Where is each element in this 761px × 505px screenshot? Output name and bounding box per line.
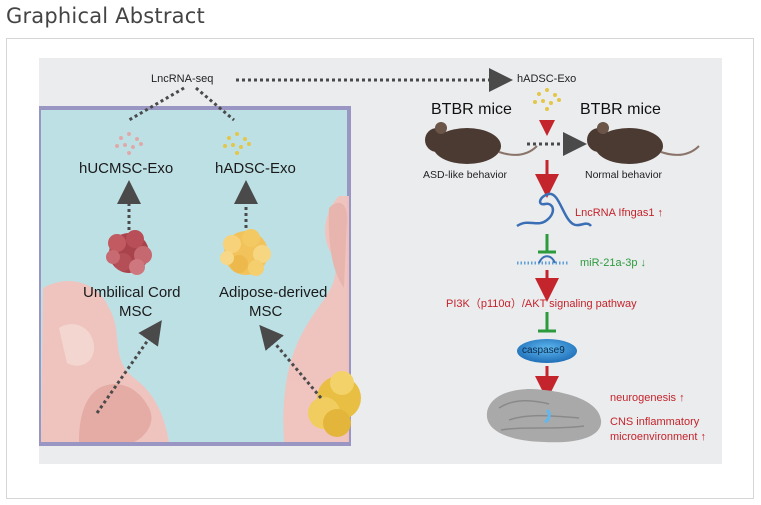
btbr-mice-left-label: BTBR mice bbox=[431, 101, 512, 118]
ucmsc-label-line1: Umbilical Cord bbox=[83, 284, 181, 301]
adsc-exosome-dots-right bbox=[533, 88, 561, 111]
graphical-abstract-figure: LncRNA-seq hADSC-Exo hUCMSC-Exo hADSC-Ex… bbox=[39, 58, 722, 464]
hucmsc-exo-label: hUCMSC-Exo bbox=[79, 160, 174, 177]
normal-behavior-label: Normal behavior bbox=[585, 169, 663, 181]
adsc-label-line1: Adipose-derived bbox=[219, 284, 328, 301]
lncrna-ifngas1-label: LncRNA Ifngas1 ↑ bbox=[575, 207, 664, 219]
adipose-tissue-illustration bbox=[308, 371, 361, 437]
mouse-right-illustration bbox=[587, 122, 700, 164]
left-panel-arrows bbox=[95, 68, 587, 414]
ucmsc-cell-cluster bbox=[106, 230, 152, 275]
asd-behavior-label: ASD-like behavior bbox=[423, 169, 508, 181]
btbr-mice-right-label: BTBR mice bbox=[580, 101, 661, 118]
infant-illustration bbox=[41, 280, 169, 442]
ucmsc-exosome-dots bbox=[115, 132, 143, 155]
mir-21a-3p-label: miR-21a-3p ↓ bbox=[580, 257, 647, 269]
page-heading: Graphical Abstract bbox=[6, 4, 205, 28]
cns-inflammatory-label-line1: CNS inflammatory bbox=[610, 416, 700, 428]
cns-inflammatory-label-line2: microenvironment ↑ bbox=[610, 431, 706, 443]
caspase9-label: caspase9 bbox=[522, 345, 565, 356]
adsc-label-line2: MSC bbox=[249, 303, 283, 320]
treatment-triangle bbox=[539, 120, 555, 136]
hadsc-exo-label: hADSC-Exo bbox=[215, 160, 296, 177]
adsc-cell-cluster bbox=[220, 229, 271, 276]
lncrna-seq-label: LncRNA-seq bbox=[151, 73, 214, 85]
adsc-exosome-dots-left bbox=[223, 132, 251, 155]
brain-illustration bbox=[486, 388, 602, 443]
hadsc-exo-target-label: hADSC-Exo bbox=[517, 73, 577, 85]
mouse-left-illustration bbox=[425, 122, 538, 164]
caspase9-ellipse bbox=[517, 339, 577, 363]
pathway-arrows bbox=[535, 160, 559, 400]
neurogenesis-label: neurogenesis ↑ bbox=[610, 392, 685, 404]
mirna-icon bbox=[517, 255, 569, 265]
lncrna-strand-icon bbox=[516, 192, 593, 228]
figure-artwork bbox=[39, 68, 700, 446]
ucmsc-label-line2: MSC bbox=[119, 303, 153, 320]
pi3k-akt-pathway-label: PI3K（p110α）/AKT signaling pathway bbox=[446, 298, 637, 310]
